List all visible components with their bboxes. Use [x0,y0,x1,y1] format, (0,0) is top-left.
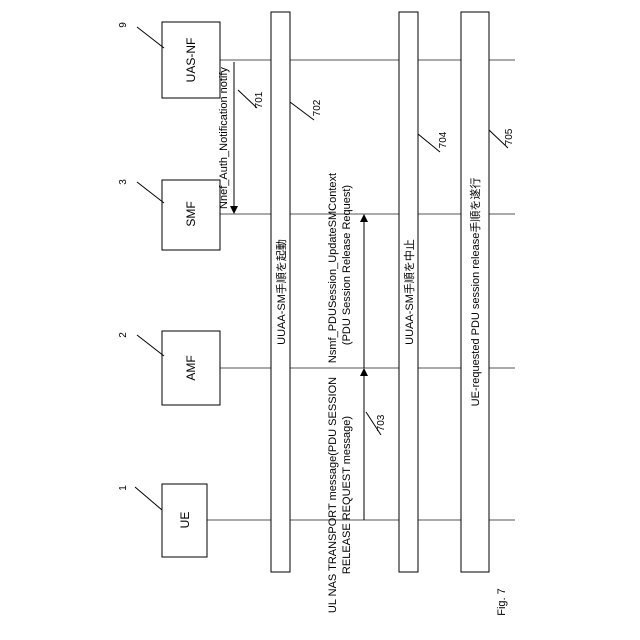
message-701-ref: 701 [254,91,265,108]
entity-ue: UE [162,484,207,557]
message-701-label: Nnef_Auth_Notification notify [218,67,230,209]
figure-label: Fig. 7 [496,588,508,616]
message-703-ref: 703 [376,414,387,431]
procedure-705: UE-requested PDU session release手順を遂行 70… [461,12,515,572]
message-703-label-line2: RELEASE REQUEST message) [341,416,353,574]
procedure-704-ref: 704 [438,131,449,148]
ref-smf-leader [137,182,164,203]
procedure-705-label: UE-requested PDU session release手順を遂行 [468,178,482,407]
ref-ue: 1 [118,485,162,510]
message-703: UL NAS TRANSPORT message(PDU SESSION REL… [327,370,387,613]
ref-amf-leader [137,335,164,356]
message-703-label-line1: UL NAS TRANSPORT message(PDU SESSION [327,377,339,613]
ref-amf-number: 2 [118,332,129,338]
ref-ue-number: 1 [118,485,129,491]
entity-ue-label: UE [178,512,192,529]
entity-amf-label: AMF [184,355,198,380]
procedure-704: UUAA-SM手順を中止 704 [399,12,449,572]
entity-uas-nf: UAS-NF [162,22,220,98]
procedure-702-ref: 702 [312,99,323,116]
entity-uas-nf-label: UAS-NF [184,38,198,83]
message-701: Nnef_Auth_Notification notify 701 [218,62,265,212]
message-update-smcontext-label-line1: Nsmf_PDUSession_UpdateSMContext [327,173,339,363]
procedure-704-leader [418,134,440,152]
procedure-705-ref: 705 [504,128,515,145]
ref-uas-nf-number: 9 [118,22,129,28]
entity-smf: SMF [162,180,220,250]
procedure-704-label: UUAA-SM手順を中止 [402,239,416,345]
procedure-702-leader [290,102,314,120]
ref-amf: 2 [118,332,164,356]
procedure-702-label: UUAA-SM手順を起動 [274,239,288,345]
entity-smf-label: SMF [184,201,198,226]
ref-smf-number: 3 [118,179,129,185]
procedure-702: UUAA-SM手順を起動 702 [271,12,323,572]
entity-amf: AMF [162,331,220,405]
ref-uas-nf: 9 [118,22,164,48]
message-update-smcontext: Nsmf_PDUSession_UpdateSMContext (PDU Ses… [327,173,364,368]
message-update-smcontext-label-line2: (PDU Session Release Request) [341,185,353,345]
ref-uas-nf-leader [137,27,164,48]
ref-smf: 3 [118,179,164,203]
ref-ue-leader [135,487,162,510]
